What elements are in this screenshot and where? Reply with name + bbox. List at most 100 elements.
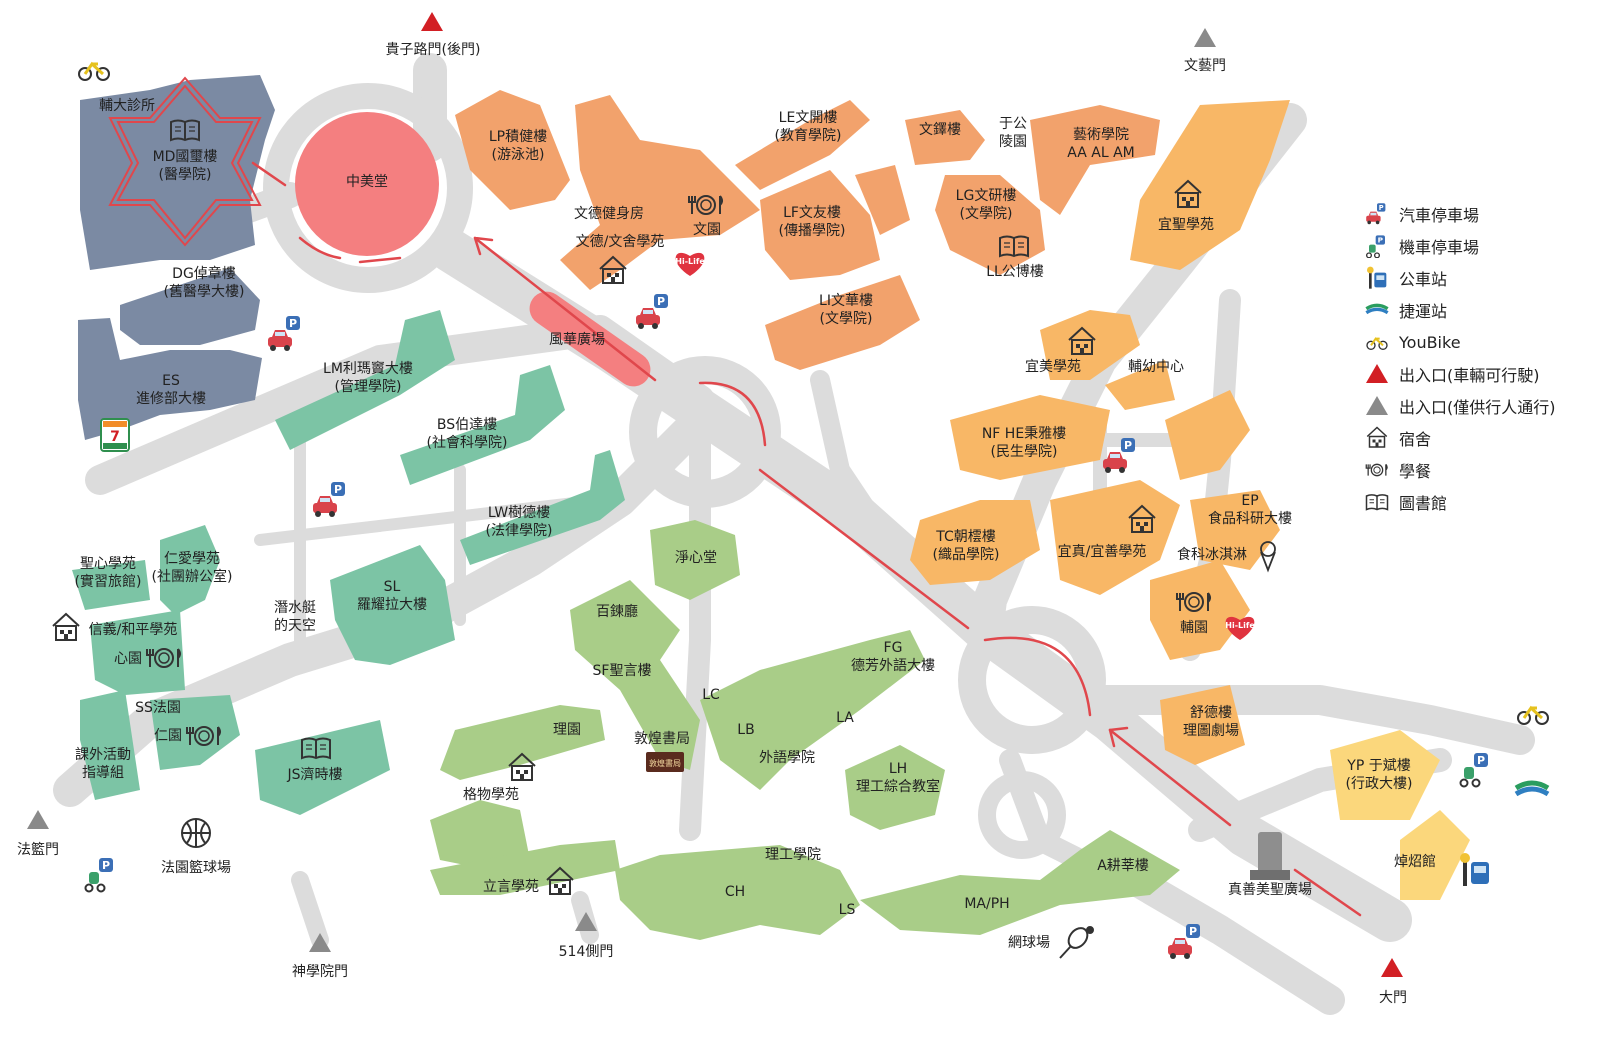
building-shude[interactable]: 舒德樓 理圖劇場 (1183, 705, 1239, 739)
building-dunhuang[interactable]: 敦煌書局 (634, 731, 690, 747)
building-le[interactable]: LE文開樓 (教育學院) (774, 110, 842, 144)
building-renai[interactable]: 仁愛學苑 (社團辦公室) (151, 551, 233, 585)
seven-eleven-icon: 7 (100, 418, 130, 452)
building-nf[interactable]: NF HE秉雅樓 (民生學院) (981, 426, 1067, 460)
gate-wenyi-label: 文藝門 (1184, 58, 1226, 74)
building-lw[interactable]: LW樹德樓 (法律學院) (485, 505, 553, 539)
building-bs[interactable]: BS伯達樓 (社會科學院) (426, 417, 508, 451)
legend-label: 公車站 (1399, 270, 1448, 289)
building-lh[interactable]: LH 理工綜合教室 (856, 761, 940, 795)
building-xinyi[interactable]: 信義/和平學苑 (88, 622, 178, 638)
vehicle-gate-icon (1366, 364, 1388, 383)
building-fenghua[interactable]: 風華廣場 (549, 332, 605, 348)
building-activity[interactable]: 課外活動 指導組 (75, 747, 131, 781)
building-lm[interactable]: LM利瑪竇大樓 (管理學院) (323, 361, 413, 395)
car-parking-icon (1168, 924, 1200, 959)
building-arts[interactable]: 藝術學院 AA AL AM (1067, 127, 1135, 161)
building-renyuan[interactable]: 仁園 (154, 728, 182, 744)
building-sl[interactable]: SL 羅耀拉大樓 (357, 579, 427, 613)
car-parking-icon (1366, 203, 1386, 225)
building-lb[interactable]: LB (737, 722, 755, 738)
building-xinyuan[interactable]: 心園 (114, 651, 142, 667)
building-lg[interactable]: LG文研樓 (文學院) (955, 188, 1017, 222)
building-lf[interactable]: LF文友樓 (傳播學院) (778, 205, 846, 239)
admin-buildings (1330, 730, 1470, 900)
legend-row-library: 圖書館 (1365, 486, 1585, 518)
life-buildings (910, 100, 1290, 765)
building-fuyuan[interactable]: 輔園 (1180, 620, 1208, 636)
building-gewu[interactable]: 格物學苑 (463, 787, 519, 803)
zhongmei-hall[interactable] (295, 112, 439, 256)
youbike-icon (77, 62, 111, 82)
building-zhuoshao[interactable]: 焯炤館 (1394, 854, 1436, 870)
building-agen[interactable]: A耕莘樓 (1097, 858, 1149, 874)
building-diving[interactable]: 潛水艇 的天空 (274, 600, 316, 634)
building-shengxin[interactable]: 聖心學苑 (實習旅館) (74, 556, 142, 590)
building-tennis[interactable]: 網球場 (1008, 935, 1050, 951)
fenghua-plaza[interactable] (523, 285, 657, 393)
building-zhongmei[interactable]: 中美堂 (346, 174, 388, 190)
building-ssfayuan[interactable]: SS法園 (135, 700, 181, 716)
building-icecream[interactable]: 食科冰淇淋 (1177, 547, 1247, 563)
teal-buildings (72, 310, 625, 815)
dormitory-icon (52, 613, 80, 641)
building-waiyu[interactable]: 外語學院 (759, 750, 815, 766)
pedestrian-gate-icon (1194, 28, 1216, 47)
building-js[interactable]: JS濟時樓 (287, 767, 343, 783)
building-clinic[interactable]: 輔大診所 (99, 98, 155, 114)
building-fuyou[interactable]: 輔幼中心 (1128, 359, 1184, 375)
building-basketball[interactable]: 法園籃球場 (161, 860, 231, 876)
building-ll[interactable]: LL公博樓 (986, 264, 1044, 280)
building-yimei[interactable]: 宜美學苑 (1025, 359, 1081, 375)
building-lc[interactable]: LC (702, 687, 720, 703)
mrt-station-icon (1516, 783, 1548, 794)
gate-theology-label: 神學院門 (292, 964, 348, 980)
building-yugong[interactable]: 于公 陵園 (999, 116, 1027, 150)
building-ls[interactable]: LS (838, 902, 856, 918)
building-zhenshan[interactable]: 真善美聖廣場 (1228, 882, 1312, 898)
building-lp[interactable]: LP積健樓 (游泳池) (488, 129, 548, 163)
legend-row-bus-stop: 公車站 (1365, 262, 1585, 294)
building-maph[interactable]: MA/PH (964, 896, 1010, 912)
legend-label: YouBike (1399, 332, 1461, 352)
building-wenyuan[interactable]: 文園 (693, 222, 721, 238)
building-tc[interactable]: TC朝橒樓 (織品學院) (932, 529, 1000, 563)
building-yp[interactable]: YP 于斌樓 (行政大樓) (1345, 758, 1413, 792)
scooter-parking-icon (1365, 234, 1386, 258)
bus-stop-icon (1367, 266, 1387, 289)
building-jingxin[interactable]: 淨心堂 (675, 550, 717, 566)
legend-row-scooter-parking: 機車停車場 (1365, 230, 1585, 262)
scooter-parking-icon (1459, 752, 1489, 788)
youbike-icon (1366, 337, 1388, 351)
building-wenduo[interactable]: 文鐸樓 (919, 122, 961, 138)
building-sf[interactable]: SF聖言樓 (592, 663, 652, 679)
building-wende-dorm[interactable]: 文德/文舍學苑 (575, 234, 665, 250)
building-liyuan[interactable]: 理園 (553, 722, 581, 738)
building-la[interactable]: LA (836, 710, 854, 726)
building-dg[interactable]: DG倬章樓 (舊醫學大樓) (163, 266, 245, 300)
building-wende-gym[interactable]: 文德健身房 (574, 206, 644, 222)
gate-514-label: 514側門 (558, 944, 614, 960)
building-yisheng[interactable]: 宜聖學苑 (1158, 217, 1214, 233)
building-ch[interactable]: CH (724, 884, 746, 900)
legend-row-vehicle-gate: 出入口(車輛可行駛) (1365, 358, 1585, 390)
legend-label: 機車停車場 (1399, 238, 1480, 257)
medicine-buildings (78, 75, 275, 440)
legend-label: 宿舍 (1399, 430, 1432, 449)
building-md[interactable]: MD國璽樓 (醫學院) (152, 149, 218, 183)
mrt-station-icon (1365, 303, 1389, 315)
building-li[interactable]: LI文華樓 (文學院) (819, 293, 873, 327)
building-fg[interactable]: FG 德芳外語大樓 (851, 640, 935, 674)
legend-label: 出入口(僅供行人通行) (1399, 398, 1556, 417)
dormitory-icon (1366, 426, 1388, 448)
dunhuang-bookstore-sign: 敦煌書局 (646, 752, 684, 772)
svg-text:7: 7 (110, 429, 120, 445)
building-ep[interactable]: EP 食品科研大樓 (1208, 493, 1292, 527)
hilife-icon (675, 252, 706, 276)
legend-label: 學餐 (1399, 462, 1432, 481)
building-es[interactable]: ES 進修部大樓 (136, 373, 206, 407)
building-liyan[interactable]: 立言學苑 (483, 879, 539, 895)
building-bailian[interactable]: 百鍊廳 (596, 604, 638, 620)
building-yizhen[interactable]: 宜真/宜善學苑 (1057, 544, 1147, 560)
building-ligong[interactable]: 理工學院 (765, 847, 821, 863)
